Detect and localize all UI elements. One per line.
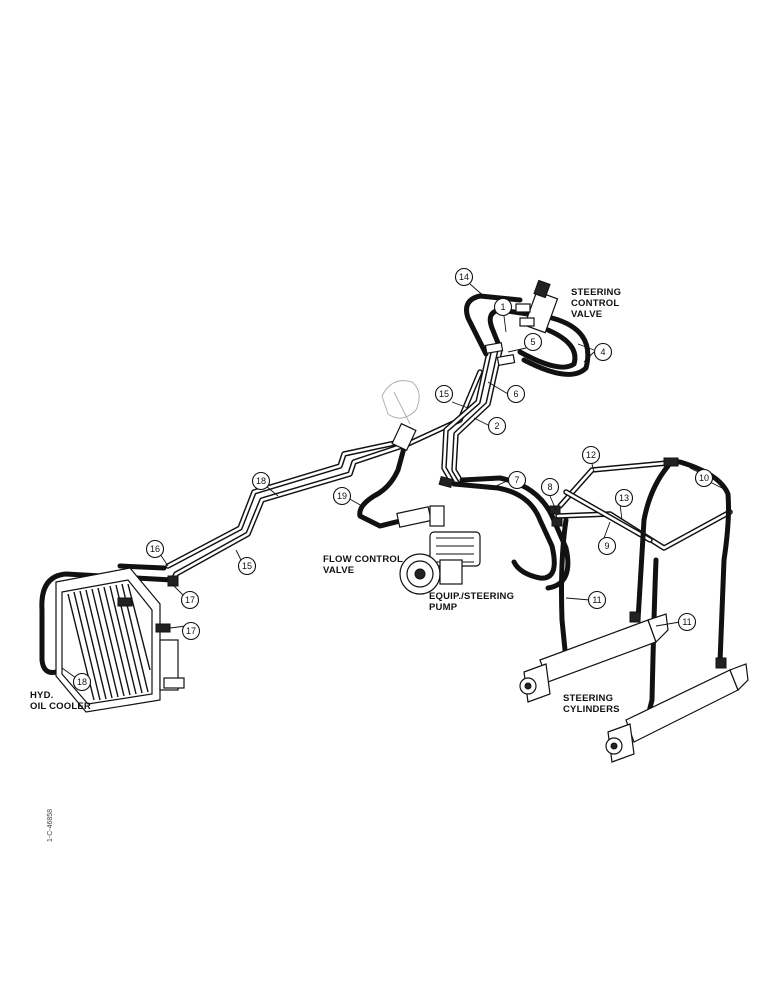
label-flow-control-valve: FLOW CONTROL VALVE [323, 554, 406, 576]
steering-cylinder-right [605, 663, 749, 763]
svg-text:15: 15 [439, 389, 449, 399]
svg-text:10: 10 [699, 473, 709, 483]
svg-text:18: 18 [256, 476, 266, 486]
callout-15-lower: 15 [237, 556, 257, 576]
svg-text:19: 19 [337, 491, 347, 501]
callout-5: 5 [523, 332, 543, 352]
figure-code: 1-C-46858 [47, 809, 54, 842]
callout-15-upper: 15 [434, 384, 454, 404]
svg-text:2: 2 [494, 421, 499, 431]
steering-control-valve [484, 279, 559, 367]
callout-1: 1 [493, 297, 513, 317]
flow-control-valve [391, 422, 445, 528]
label-equip-steering-pump: EQUIP./STEERING PUMP [429, 591, 517, 613]
callout-13: 13 [614, 488, 634, 508]
svg-text:7: 7 [514, 475, 519, 485]
steering-column-sketch [381, 380, 420, 425]
svg-text:11: 11 [592, 595, 601, 605]
callout-18-upper: 18 [251, 471, 271, 491]
callout-10: 10 [694, 468, 714, 488]
svg-text:6: 6 [513, 389, 518, 399]
callout-9: 9 [597, 536, 617, 556]
callout-17-upper: 17 [180, 590, 200, 610]
callout-11-left: 11 [587, 590, 607, 610]
callout-11-right: 11 [677, 612, 697, 632]
svg-text:17: 17 [185, 595, 195, 605]
svg-text:15: 15 [242, 561, 252, 571]
label-steering-control-valve: STEERING CONTROL VALVE [571, 287, 624, 320]
callout-16: 16 [145, 539, 165, 559]
hyd-oil-cooler [55, 567, 185, 713]
svg-text:12: 12 [586, 450, 596, 460]
equip-steering-pump [399, 531, 481, 595]
callout-19: 19 [332, 486, 352, 506]
leader-lines [61, 283, 727, 679]
svg-text:13: 13 [619, 493, 629, 503]
svg-text:11: 11 [682, 617, 691, 627]
callout-6: 6 [506, 384, 526, 404]
svg-text:17: 17 [186, 626, 196, 636]
svg-text:16: 16 [150, 544, 160, 554]
component-labels: STEERING CONTROL VALVE FLOW CONTROL VALV… [30, 287, 624, 715]
fittings [438, 457, 727, 669]
steering-cylinder-left [519, 613, 669, 703]
callout-18-lower: 18 [72, 672, 92, 692]
callout-2: 2 [487, 416, 507, 436]
svg-text:18: 18 [77, 677, 87, 687]
callout-12: 12 [581, 445, 601, 465]
svg-text:8: 8 [547, 482, 552, 492]
callout-17-lower: 17 [181, 621, 201, 641]
callout-14: 14 [454, 267, 474, 287]
svg-text:4: 4 [600, 347, 605, 357]
callout-7: 7 [507, 470, 527, 490]
svg-text:5: 5 [530, 337, 535, 347]
label-steering-cylinders: STEERING CYLINDERS [563, 693, 620, 715]
svg-text:1: 1 [500, 302, 505, 312]
callouts: 14 1 5 4 6 15 2 7 8 12 10 13 9 11 11 18 … [72, 267, 714, 692]
steel-tubes [165, 345, 733, 585]
label-hyd-oil-cooler: HYD. OIL COOLER [30, 690, 91, 712]
callout-8: 8 [540, 477, 560, 497]
svg-text:14: 14 [459, 272, 469, 282]
svg-text:9: 9 [604, 541, 609, 551]
callout-4: 4 [593, 342, 613, 362]
